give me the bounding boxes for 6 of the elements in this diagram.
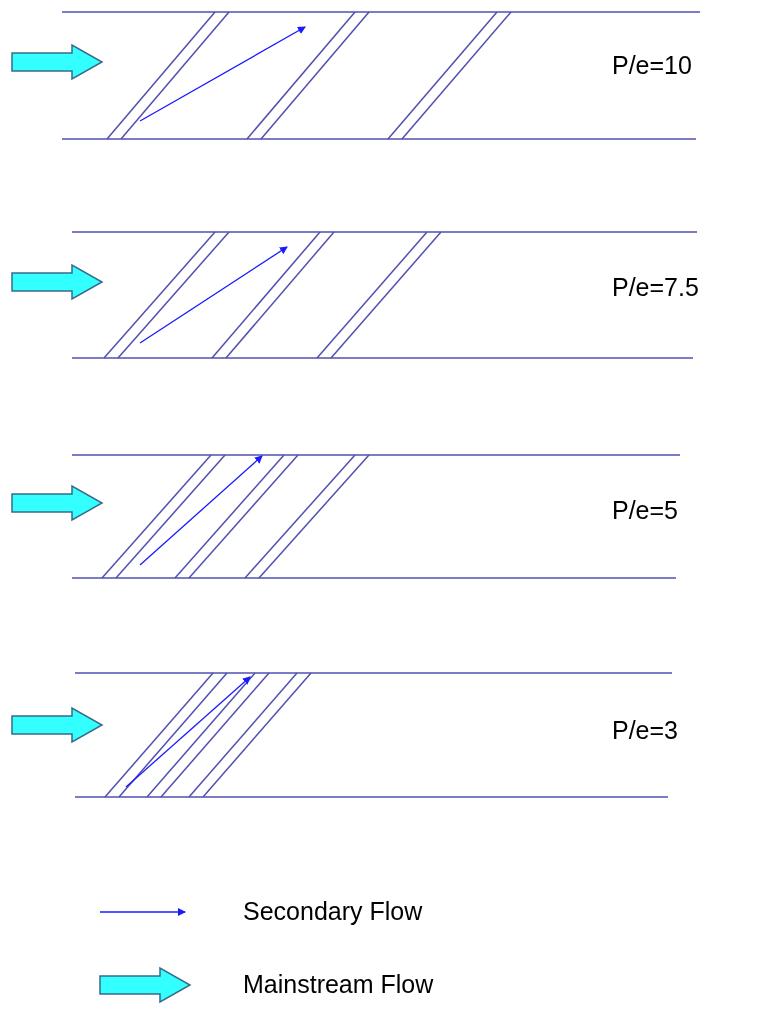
legend-text: Secondary Flow xyxy=(243,899,423,924)
legend-text: Mainstream Flow xyxy=(243,972,434,997)
pitch-ratio-label: P/e=5 xyxy=(612,498,679,523)
pitch-ratio-label: P/e=3 xyxy=(612,718,679,743)
pitch-ratio-label: P/e=10 xyxy=(612,53,692,78)
pitch-ratio-label: P/e=7.5 xyxy=(612,275,699,300)
